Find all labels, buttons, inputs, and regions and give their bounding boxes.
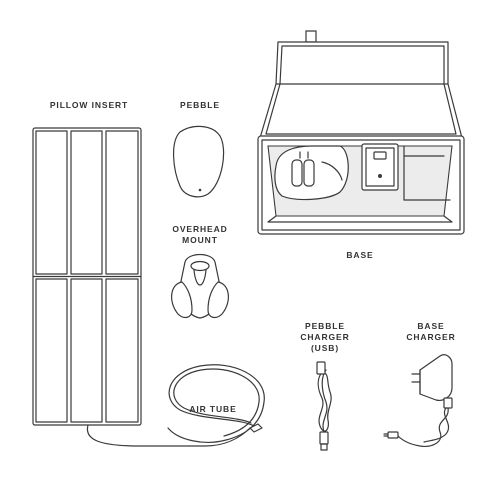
- base-illustration: [257, 30, 465, 235]
- base-charger-label-line: CHARGER: [406, 332, 456, 342]
- pillow-panel: [70, 130, 103, 275]
- pebble-charger-label: PEBBLE CHARGER (USB): [288, 321, 362, 354]
- overhead-mount-label-line: MOUNT: [182, 235, 218, 245]
- pebble-illustration: [173, 125, 225, 198]
- overhead-mount-illustration: [171, 253, 229, 319]
- pebble-label: PEBBLE: [180, 100, 220, 110]
- pillow-panel: [35, 130, 68, 275]
- base-top-tab: [305, 30, 317, 43]
- pillow-panel: [105, 130, 139, 275]
- base-label: BASE: [346, 250, 374, 260]
- pebble-charger-label-line: PEBBLE: [305, 321, 345, 331]
- pebble-charger-label-line: CHARGER: [300, 332, 350, 342]
- pebble-charger-illustration: [316, 361, 332, 451]
- pillow-panel: [70, 278, 103, 423]
- pillow-insert-label: PILLOW INSERT: [49, 100, 129, 110]
- overhead-mount-label: OVERHEAD MOUNT: [160, 224, 240, 246]
- overhead-mount-label-line: OVERHEAD: [172, 224, 228, 234]
- base-charger-illustration: [383, 354, 453, 447]
- air-tube-label: AIR TUBE: [189, 404, 237, 414]
- base-charger-label-line: BASE: [417, 321, 445, 331]
- pillow-panel: [105, 278, 139, 423]
- pebble-charger-label-line: (USB): [310, 343, 340, 353]
- pillow-panel: [35, 278, 68, 423]
- air-tube-illustration: [86, 364, 265, 447]
- pillow-insert-illustration: [32, 127, 142, 426]
- base-charger-label: BASE CHARGER: [394, 321, 468, 343]
